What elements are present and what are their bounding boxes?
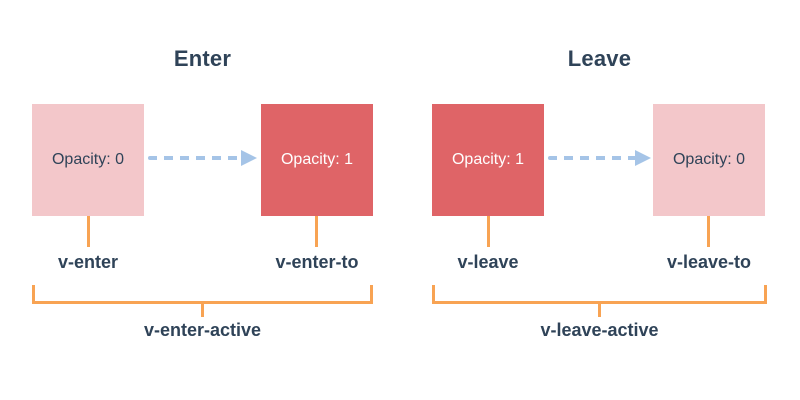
start-class-label: v-enter bbox=[57, 252, 119, 272]
transition-arrow-icon bbox=[548, 150, 651, 166]
dashed-line bbox=[148, 156, 243, 160]
bracket-tick bbox=[432, 285, 435, 304]
opacity-start-box: Opacity: 0 bbox=[32, 104, 144, 216]
dashed-line bbox=[548, 156, 637, 160]
bracket-tick bbox=[32, 285, 35, 304]
start-class-label: v-leave bbox=[457, 252, 519, 272]
transition-arrow-icon bbox=[148, 150, 257, 166]
opacity-start-box: Opacity: 1 bbox=[432, 104, 544, 216]
phase-title: Enter bbox=[173, 46, 232, 71]
connector-line bbox=[87, 216, 90, 247]
bracket-tick bbox=[764, 285, 767, 304]
active-class-label: v-enter-active bbox=[143, 320, 262, 340]
connector-line bbox=[487, 216, 490, 247]
connector-line bbox=[315, 216, 318, 247]
arrowhead-icon bbox=[241, 150, 257, 166]
active-range-bracket bbox=[32, 285, 373, 318]
bracket-tick bbox=[370, 285, 373, 304]
arrowhead-icon bbox=[635, 150, 651, 166]
opacity-value-label: Opacity: 0 bbox=[51, 151, 125, 168]
phase-title: Leave bbox=[567, 46, 632, 71]
opacity-value-label: Opacity: 0 bbox=[672, 151, 746, 168]
connector-line bbox=[707, 216, 710, 247]
bracket-tick bbox=[201, 301, 204, 317]
end-class-label: v-leave-to bbox=[666, 252, 752, 272]
active-class-label: v-leave-active bbox=[540, 320, 659, 340]
active-range-bracket bbox=[432, 285, 767, 318]
leave-phase-panel: Leave Opacity: 1 Opacity: 0 v-leave v-le… bbox=[432, 0, 767, 400]
opacity-value-label: Opacity: 1 bbox=[280, 151, 354, 168]
bracket-tick bbox=[598, 301, 601, 317]
opacity-end-box: Opacity: 0 bbox=[653, 104, 765, 216]
opacity-value-label: Opacity: 1 bbox=[451, 151, 525, 168]
opacity-end-box: Opacity: 1 bbox=[261, 104, 373, 216]
end-class-label: v-enter-to bbox=[275, 252, 359, 272]
enter-phase-panel: Enter Opacity: 0 Opacity: 1 v-enter v-en… bbox=[32, 0, 373, 400]
